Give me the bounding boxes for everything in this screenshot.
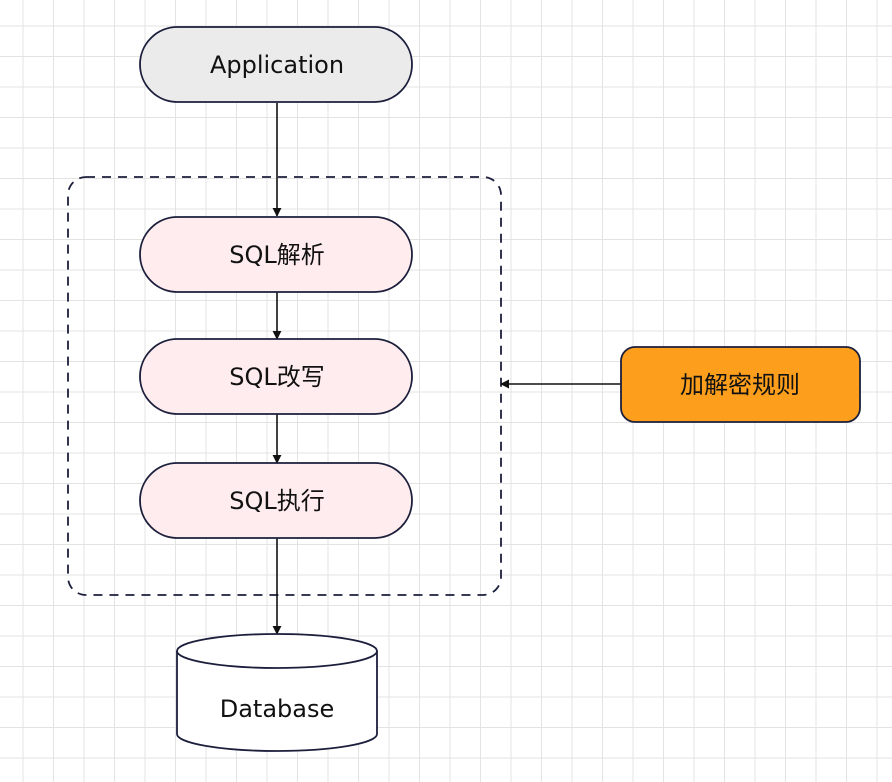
node-sql-rewrite[interactable]: SQL改写 <box>139 338 413 415</box>
node-database[interactable]: Database <box>176 633 378 752</box>
node-sql-execute[interactable]: SQL执行 <box>139 462 413 539</box>
database-cylinder-top <box>176 633 378 669</box>
node-encryption-rules[interactable]: 加解密规则 <box>620 346 861 423</box>
node-sql-rewrite-shape <box>139 338 413 415</box>
node-encryption-rules-shape <box>620 346 861 423</box>
node-sql-execute-label: SQL执行 <box>229 487 325 515</box>
database-cylinder-body <box>176 651 378 752</box>
node-application-shape <box>139 26 413 103</box>
node-application-label: Application <box>210 51 344 79</box>
node-sql-parse[interactable]: SQL解析 <box>139 216 413 293</box>
node-sql-execute-shape <box>139 462 413 539</box>
node-sql-rewrite-label: SQL改写 <box>229 363 325 391</box>
node-database-label: Database <box>220 695 335 723</box>
node-encryption-rules-label: 加解密规则 <box>680 371 800 399</box>
node-sql-parse-label: SQL解析 <box>229 241 325 269</box>
node-sql-parse-shape <box>139 216 413 293</box>
node-application[interactable]: Application <box>139 26 413 103</box>
